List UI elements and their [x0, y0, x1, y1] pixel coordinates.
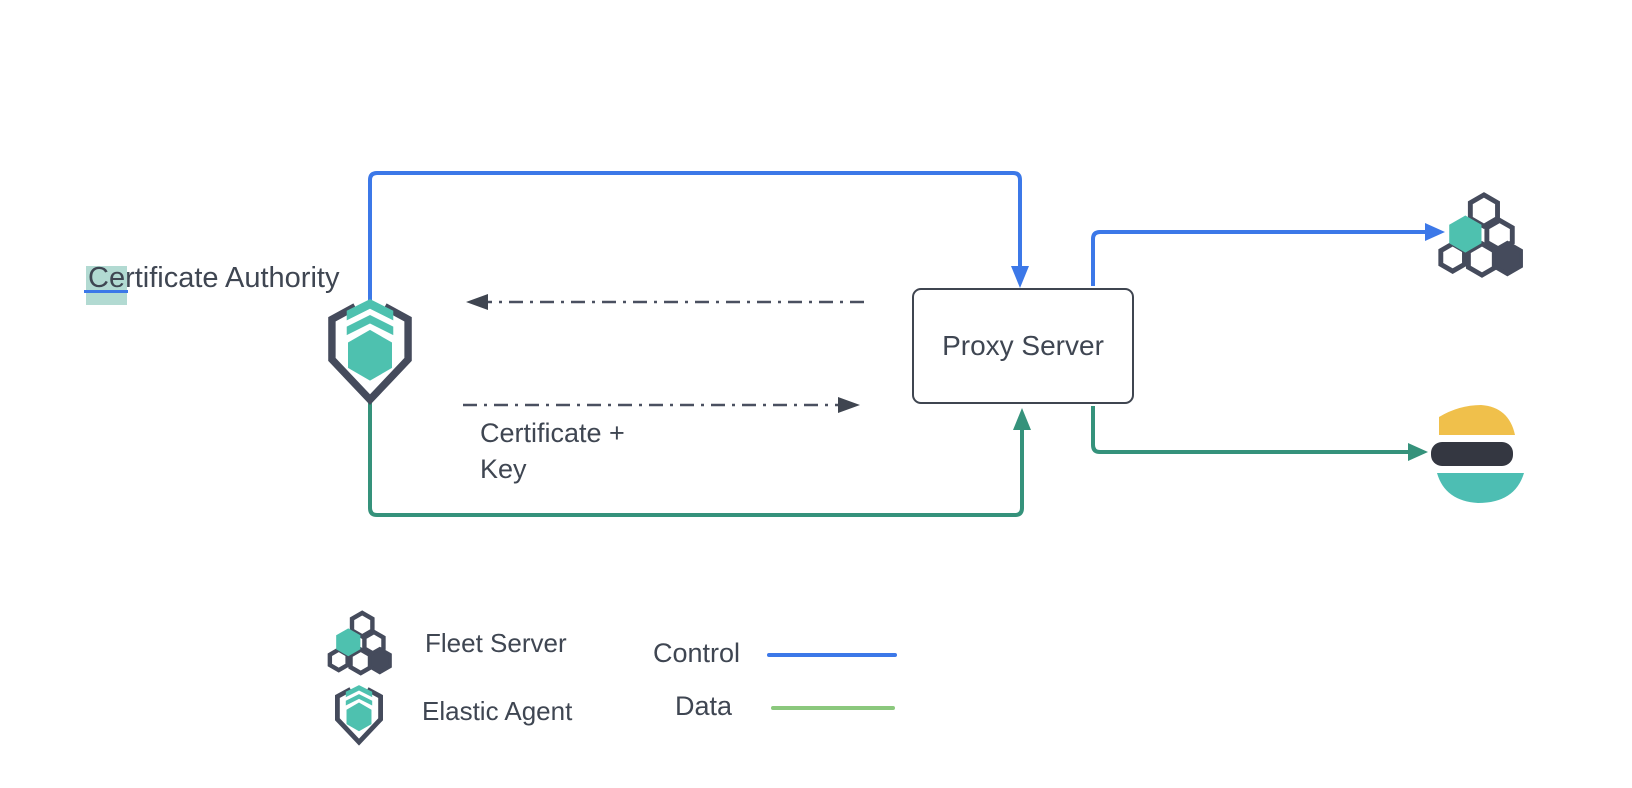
arrowhead-left-icon: [466, 294, 488, 310]
data-path-agent-to-proxy: [368, 401, 1031, 517]
certificate-key-label: Certificate + Key: [480, 418, 625, 484]
data-path-proxy-to-elasticsearch: [1091, 406, 1428, 461]
control-line-swatch: [767, 653, 897, 657]
dashed-arrow-left: [466, 294, 864, 310]
proxy-server-node: Proxy Server: [912, 288, 1134, 404]
legend-control-label: Control: [653, 638, 741, 668]
elasticsearch-logo-icon: [1431, 405, 1524, 503]
elastic-agent-legend-icon: [335, 685, 383, 746]
legend-fleet-server-label: Fleet Server: [425, 628, 567, 658]
chevron-up-icon: [346, 315, 394, 336]
fleet-server-legend-icon: [327, 610, 392, 676]
legend-data-label: Data: [675, 691, 733, 721]
arrowhead-right-icon: [1408, 443, 1428, 461]
selection-cursor-underline: [84, 290, 128, 293]
hexagon-icon: [348, 329, 392, 381]
arrowhead-up-icon: [1013, 408, 1031, 430]
hexagon-icon: [1449, 215, 1482, 253]
chevron-up-icon: [346, 299, 394, 321]
legend-elastic-agent-label: Elastic Agent: [422, 696, 573, 726]
dashed-arrow-right: [463, 397, 860, 413]
fleet-server-icon: [1438, 192, 1523, 278]
arrowhead-right-icon: [1425, 223, 1445, 241]
control-path-agent-to-proxy: [368, 171, 1029, 303]
arrowhead-down-icon: [1011, 266, 1029, 288]
data-line-swatch: [771, 706, 895, 710]
control-path-proxy-to-fleet: [1091, 223, 1445, 286]
proxy-server-label: Proxy Server: [942, 330, 1104, 361]
certificate-authority-label: Certificate Authority: [88, 262, 340, 294]
elastic-agent-icon: [328, 299, 412, 406]
arrowhead-right-icon: [838, 397, 860, 413]
text-selection-highlight: [86, 266, 127, 305]
